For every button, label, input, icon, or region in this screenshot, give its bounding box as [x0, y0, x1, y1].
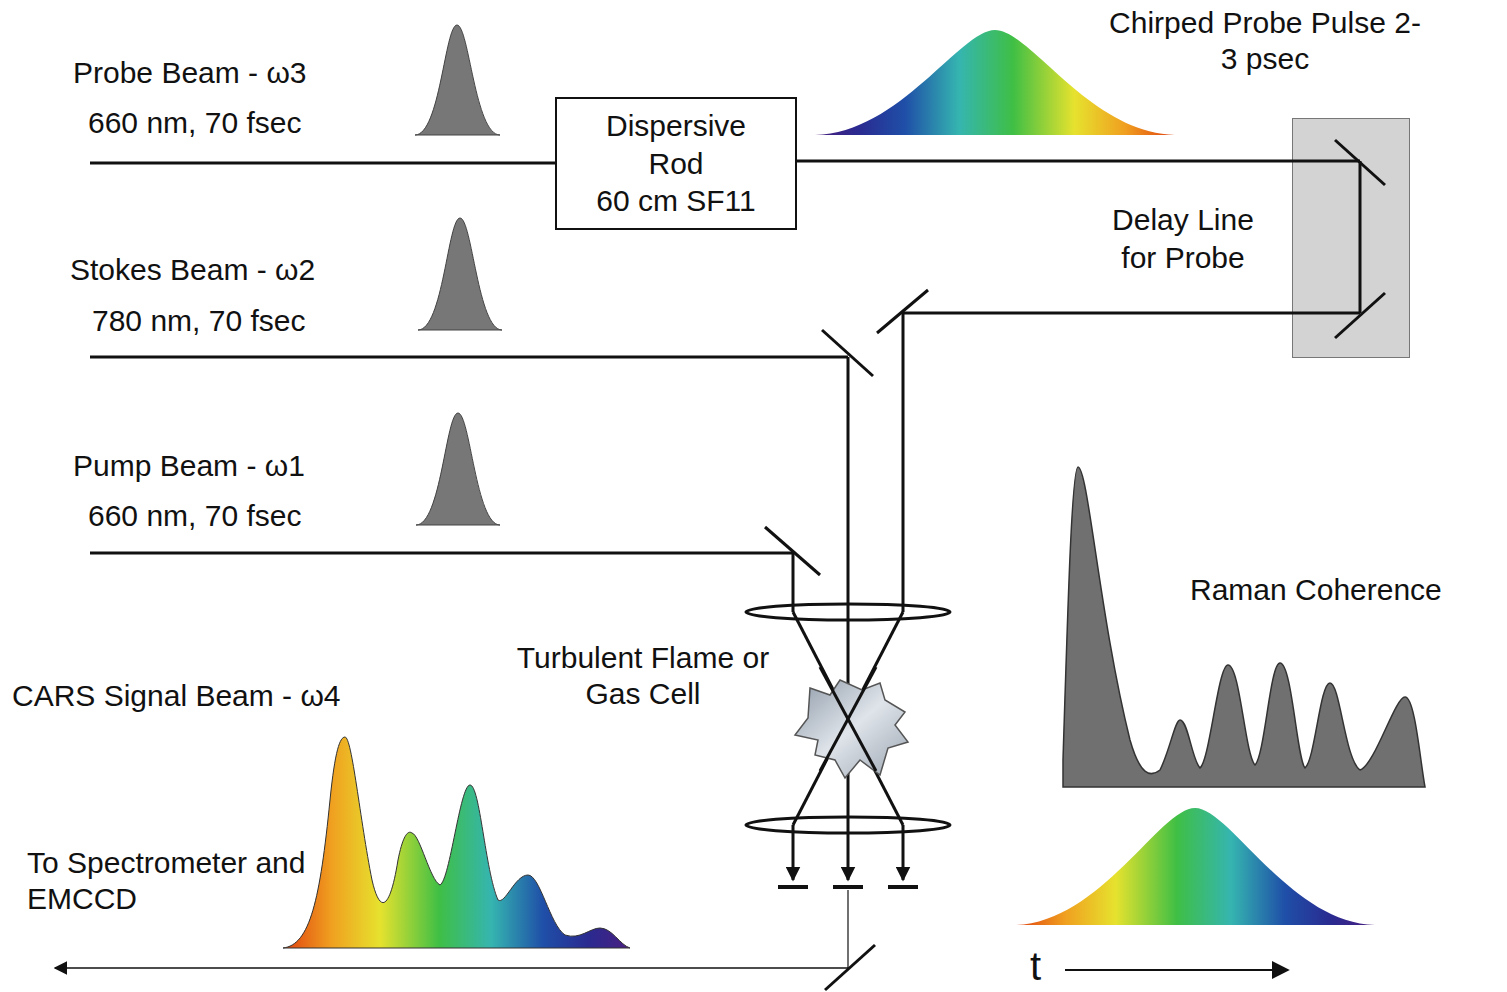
delay-mirrors: [1292, 118, 1410, 358]
time-arrow: [1065, 969, 1288, 971]
mirror: [1292, 159, 1360, 162]
pump-pulse: [416, 413, 500, 525]
chirped-pulse: [815, 30, 1175, 135]
stokes-pulse: [418, 218, 502, 330]
label-text: Raman Coherence: [1190, 572, 1442, 608]
probe-pulse: [415, 25, 500, 135]
chirped-pulse-time: [1015, 808, 1375, 925]
cars-spectrum: [283, 737, 630, 948]
delay-line-box: Delay Line for Probe: [1292, 118, 1410, 358]
node-text: 60 cm SF11: [596, 182, 756, 220]
mirror: [1358, 161, 1361, 313]
label-text: Turbulent Flame or Gas Cell: [498, 640, 788, 712]
label-text: To Spectrometer and EMCCD: [27, 845, 327, 917]
focus-crossing: [820, 667, 876, 771]
label-text: 780 nm, 70 fsec: [92, 303, 305, 339]
dispersive-rod-box: Dispersive Rod60 cm SF11: [555, 97, 797, 230]
label-text: Pump Beam - ω1: [73, 448, 305, 484]
spectrometer-path: [55, 890, 875, 990]
label-text: 660 nm, 70 fsec: [88, 498, 301, 534]
node-text: Dispersive Rod: [591, 107, 761, 182]
mirror: [1292, 311, 1360, 314]
raman-coherence-trace: [1063, 467, 1425, 787]
label-text: t: [1030, 942, 1041, 990]
mirror: [1335, 293, 1385, 338]
label-text: 660 nm, 70 fsec: [88, 105, 301, 141]
label-text: Chirped Probe Pulse 2-3 psec: [1105, 5, 1425, 77]
node-text: Delay Line for Probe: [1093, 201, 1273, 276]
label-text: CARS Signal Beam - ω4: [12, 678, 341, 714]
mirror: [1335, 140, 1385, 185]
label-text: Probe Beam - ω3: [73, 55, 307, 91]
label-text: Stokes Beam - ω2: [70, 252, 315, 288]
beam-connector: [797, 160, 1292, 163]
flame-region: [795, 680, 908, 778]
beam-blocks: [778, 885, 918, 889]
